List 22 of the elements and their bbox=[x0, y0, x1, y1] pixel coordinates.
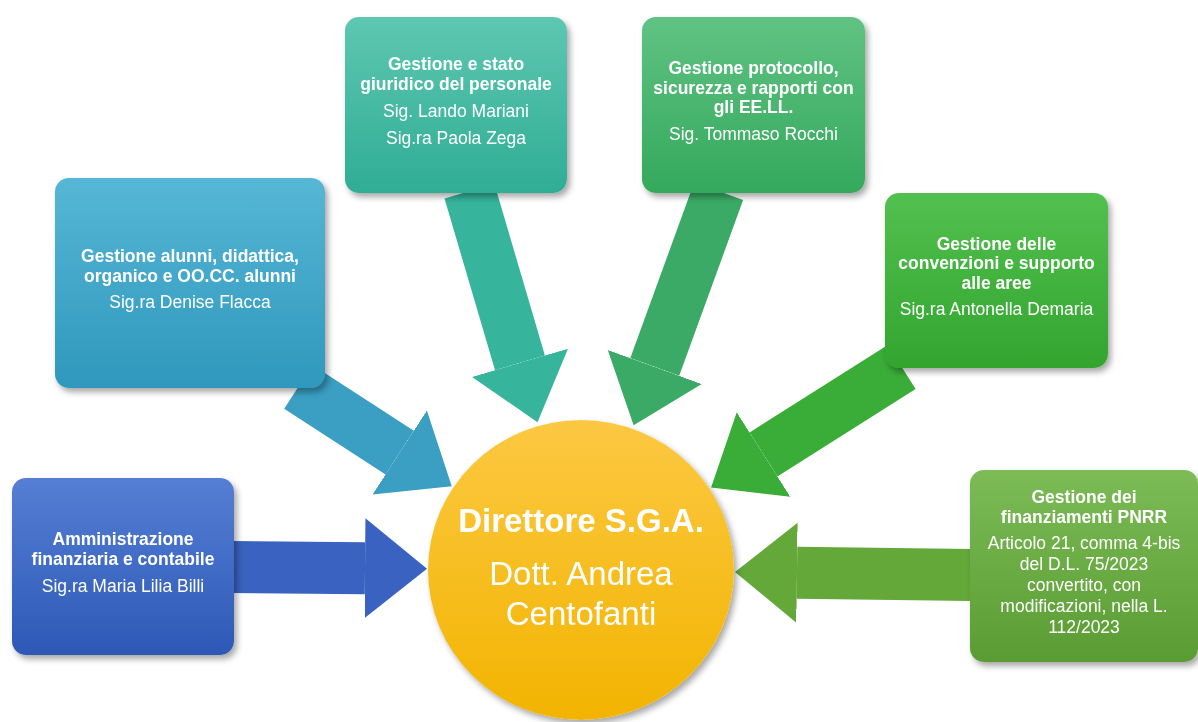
box-text: Sig. Lando Mariani bbox=[383, 100, 529, 122]
box-title: Gestione alunni, didattica, organico e OO.CC. alunni bbox=[80, 246, 300, 287]
role-box bbox=[970, 470, 1198, 662]
box-text: Sig.ra Denise Flacca bbox=[109, 292, 271, 314]
role-box bbox=[885, 193, 1108, 368]
box-text: Sig.ra Paola Zega bbox=[385, 127, 527, 149]
box-title: Gestione delle convenzioni e supporto alle aree bbox=[897, 234, 1096, 294]
box-title: Gestione protocollo, sicurezza e rapporti con gli EE.LL. bbox=[652, 59, 855, 118]
box-text: Articolo 21, comma 4-bis del D.L. 75/2023 convertito, con modificazioni, nella L. 112/2023 bbox=[986, 533, 1182, 639]
block-arrow bbox=[711, 344, 916, 497]
box-title: Direttore S.G.A. bbox=[458, 500, 704, 541]
box-text: Sig.ra Antonella Demaria bbox=[899, 299, 1094, 321]
box-title: Gestione e stato giuridico del personale bbox=[359, 55, 553, 95]
role-box bbox=[12, 478, 234, 655]
role-box bbox=[642, 17, 865, 193]
role-box bbox=[55, 178, 325, 388]
box-text: Sig. Tommaso Rocchi bbox=[669, 123, 838, 145]
role-box bbox=[345, 17, 567, 193]
box-text: Sig.ra Maria Lilia Billi bbox=[41, 575, 205, 597]
box-title: Amministrazione finanziaria e contabile bbox=[30, 530, 216, 570]
box-title: Gestione dei finanziamenti PNRR bbox=[999, 487, 1169, 528]
box-text: Dott. Andrea Centofanti bbox=[488, 554, 674, 634]
